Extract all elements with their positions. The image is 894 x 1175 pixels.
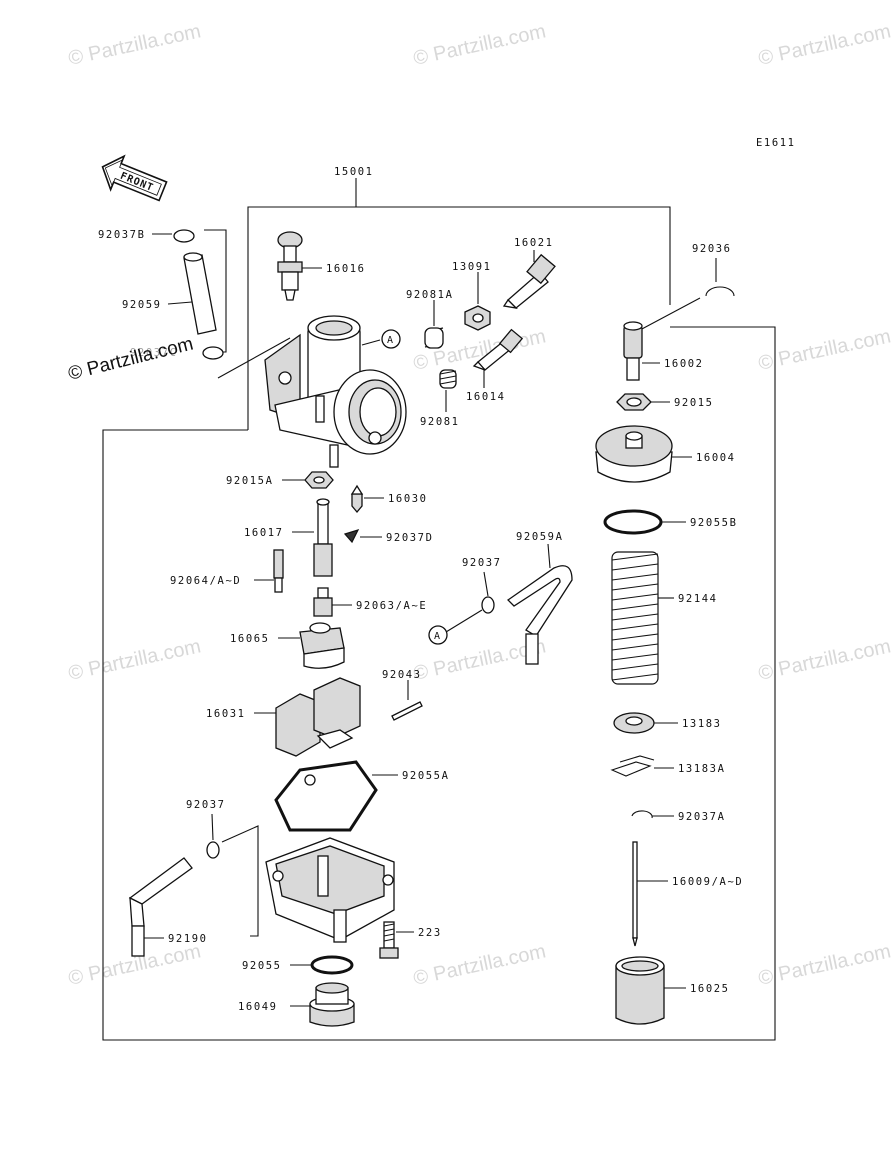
part-label-15001: 15001 (334, 166, 374, 178)
spring-92081: 92081 (420, 369, 460, 428)
callout-marker: A (387, 335, 393, 346)
part-label-92190: 92190 (168, 933, 208, 945)
part-label-16031: 16031 (206, 708, 246, 720)
part-label-92055: 92055 (242, 960, 282, 972)
clip-92037a: 92037A (631, 810, 726, 823)
float-bowl (265, 837, 395, 943)
nut-13091: 13091 (452, 261, 492, 331)
clip-92037-lower: 92037 (186, 799, 226, 859)
watermark: © Partzilla.com (756, 20, 892, 70)
part-label-92037-lower: 92037 (186, 799, 226, 811)
watermark: © Partzilla.com (66, 635, 202, 685)
screw-16016: 16016 (277, 231, 366, 301)
plate-13183a: 13183A (610, 755, 726, 777)
watermark: © Partzilla.com (411, 20, 547, 70)
part-label-92059a: 92059A (516, 531, 564, 543)
part-label-92043: 92043 (382, 669, 422, 681)
part-label-16004: 16004 (696, 452, 736, 464)
part-label-92055b: 92055B (690, 517, 738, 529)
watermark-layer: © Partzilla.com © Partzilla.com © Partzi… (66, 20, 892, 990)
tube-92059: 92059 (122, 252, 217, 335)
part-label-16014: 16014 (466, 391, 506, 403)
part-label-92063: 92063/A~E (356, 600, 427, 612)
gasket-92055a: 92055A (274, 760, 450, 832)
clip-92036: 92036 (692, 243, 735, 297)
part-label-92064: 92064/A~D (170, 575, 241, 587)
callout-marker: A (434, 631, 440, 642)
part-label-16016: 16016 (326, 263, 366, 275)
screw-16021: 16021 (502, 237, 556, 309)
part-label-92015a: 92015A (226, 475, 274, 487)
front-arrow: FRONT (101, 154, 168, 202)
washer-13183: 13183 (613, 712, 722, 734)
screw-16014: 16014 (466, 328, 524, 403)
adjuster-16002: 16002 (623, 321, 704, 381)
carburetor-body (264, 315, 407, 468)
spring-92081a: 92081A (406, 289, 454, 349)
oring-92055: 92055 (242, 955, 354, 975)
part-label-16025: 16025 (690, 983, 730, 995)
part-label-16017: 16017 (244, 527, 284, 539)
part-label-13183: 13183 (682, 718, 722, 730)
main-jet-92063: 92063/A~E (313, 587, 427, 617)
part-label-92036: 92036 (692, 243, 732, 255)
part-label-16030: 16030 (388, 493, 428, 505)
assembly-frame: 15001 (102, 166, 776, 1041)
part-label-92037a: 92037A (678, 811, 726, 823)
leader-line (221, 825, 259, 937)
clip-92037b: 92037B (98, 229, 195, 243)
plug-16049: 16049 (238, 982, 355, 1027)
nut-92015: 92015 (616, 393, 714, 411)
watermark: © Partzilla.com (66, 20, 202, 70)
part-label-16065: 16065 (230, 633, 270, 645)
part-label-16021: 16021 (514, 237, 554, 249)
pin-92043: 92043 (382, 669, 423, 721)
part-label-92015: 92015 (674, 397, 714, 409)
watermark: © Partzilla.com (756, 325, 892, 375)
part-label-92037d: 92037D (386, 532, 434, 544)
part-label-92081a: 92081A (406, 289, 454, 301)
watermark: © Partzilla.com (411, 940, 547, 990)
needle-jet-16017: 16017 (244, 498, 333, 577)
part-label-16002: 16002 (664, 358, 704, 370)
watermark: © Partzilla.com (756, 635, 892, 685)
part-label-92037b: 92037B (98, 229, 146, 241)
hose-92059a: 92059A (506, 531, 573, 665)
clip-92037d: 92037D (343, 529, 434, 544)
float-needle-16030: 16030 (350, 484, 428, 514)
diagram-code: E1611 (756, 137, 796, 149)
leader-line (217, 337, 291, 379)
cap-16004: 16004 (595, 425, 736, 483)
callout-a-bottom: A (428, 625, 448, 645)
valve-16025: 16025 (615, 956, 730, 1025)
part-label-92037c: 92037C (130, 347, 178, 359)
part-label-92144: 92144 (678, 593, 718, 605)
spring-92144: 92144 (611, 551, 718, 685)
bolt-223: 223 (379, 921, 442, 959)
float-16031: 16031 (206, 677, 361, 757)
overlay-watermark: © Partzilla.com (66, 334, 195, 385)
part-label-92059: 92059 (122, 299, 162, 311)
part-label-16049: 16049 (238, 1001, 278, 1013)
part-label-16009: 16009/A~D (672, 876, 743, 888)
part-label-92081: 92081 (420, 416, 460, 428)
part-label-13091: 13091 (452, 261, 492, 273)
part-label-92037-upper: 92037 (462, 557, 502, 569)
watermark: © Partzilla.com (756, 940, 892, 990)
part-label-223: 223 (418, 927, 442, 939)
leader-line (639, 297, 701, 331)
clip-92037-upper: 92037 (445, 557, 502, 633)
needle-16009: 16009/A~D (632, 841, 743, 947)
pilot-jet-92064: 92064/A~D (170, 549, 284, 593)
nut-92015a: 92015A (226, 471, 334, 489)
oring-92055b: 92055B (603, 509, 738, 535)
part-label-92055a: 92055A (402, 770, 450, 782)
hose-92190: 92190 (128, 857, 208, 957)
clip-92037c: 92037C (130, 346, 224, 360)
part-label-13183a: 13183A (678, 763, 726, 775)
callout-a-top: A (381, 329, 401, 349)
holder-16065: 16065 (230, 622, 345, 669)
